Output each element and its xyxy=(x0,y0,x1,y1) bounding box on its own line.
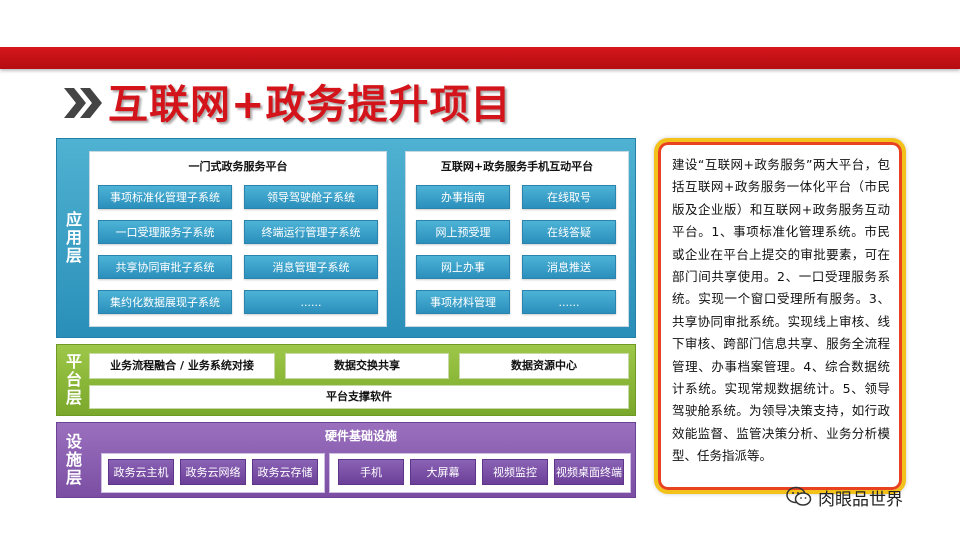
infrastructure-layer-label: 设施层 xyxy=(63,433,82,487)
terminal-infra-panel: 手机 大屏幕 视频监控 视频桌面终端 xyxy=(329,453,631,493)
page-title: 互联网+政务提升项目 xyxy=(108,82,512,128)
mobile-module[interactable]: 在线答疑 xyxy=(522,220,616,244)
infrastructure-layer: 设施层 硬件基础设施 政务云主机 政务云网络 政务云存储 手机 大屏幕 视频监控… xyxy=(56,422,636,498)
platform-layer: 平台层 业务流程融合 / 业务系统对接 数据交换共享 数据资源中心 平台支撑软件 xyxy=(56,344,636,416)
app-module[interactable]: 事项标准化管理子系统 xyxy=(98,185,232,209)
infra-item[interactable]: 政务云网络 xyxy=(180,459,246,485)
app-module[interactable]: 消息管理子系统 xyxy=(244,255,378,279)
app-module[interactable]: 集约化数据展现子系统 xyxy=(98,290,232,314)
mobile-module[interactable]: 消息推送 xyxy=(522,255,616,279)
mobile-module[interactable]: 网上办事 xyxy=(416,255,510,279)
header-red-bar xyxy=(0,47,960,69)
app-module[interactable]: 一口受理服务子系统 xyxy=(98,220,232,244)
watermark: 肉眼品世界 xyxy=(786,484,903,510)
infra-item[interactable]: 手机 xyxy=(338,459,404,485)
app-module[interactable]: ...... xyxy=(244,290,378,314)
mobile-platform-title: 互联网+政务服务手机互动平台 xyxy=(440,160,594,173)
one-stop-platform-title: 一门式政务服务平台 xyxy=(188,160,288,173)
mobile-module[interactable]: ...... xyxy=(522,290,616,314)
one-stop-platform-panel: 一门式政务服务平台 事项标准化管理子系统 领导驾驶舱子系统 一口受理服务子系统 … xyxy=(89,151,387,327)
app-module[interactable]: 共享协同审批子系统 xyxy=(98,255,232,279)
mobile-module[interactable]: 网上预受理 xyxy=(416,220,510,244)
watermark-text: 肉眼品世界 xyxy=(818,489,903,510)
platform-item: 数据交换共享 xyxy=(285,353,449,379)
platform-support-bar: 平台支撑软件 xyxy=(89,385,629,409)
infra-item[interactable]: 政务云主机 xyxy=(108,459,174,485)
app-module[interactable]: 领导驾驶舱子系统 xyxy=(244,185,378,209)
platform-item: 数据资源中心 xyxy=(459,353,629,379)
application-layer: 应用层 一门式政务服务平台 事项标准化管理子系统 领导驾驶舱子系统 一口受理服务… xyxy=(56,138,636,338)
cloud-infra-panel: 政务云主机 政务云网络 政务云存储 xyxy=(101,453,325,493)
mobile-module[interactable]: 事项材料管理 xyxy=(416,290,510,314)
infra-item[interactable]: 视频监控 xyxy=(482,459,548,485)
infra-item[interactable]: 视频桌面终端 xyxy=(554,459,624,485)
infra-item[interactable]: 政务云存储 xyxy=(252,459,318,485)
platform-layer-label: 平台层 xyxy=(63,353,82,407)
infra-item[interactable]: 大屏幕 xyxy=(410,459,476,485)
wechat-icon xyxy=(786,486,812,506)
app-module[interactable]: 终端运行管理子系统 xyxy=(244,220,378,244)
application-layer-label: 应用层 xyxy=(63,211,82,265)
description-text: 建设“互联网+政务服务”两大平台，包括互联网+政务服务一体化平台（市民版及企业版… xyxy=(672,157,890,464)
mobile-module[interactable]: 在线取号 xyxy=(522,185,616,209)
platform-item: 业务流程融合 / 业务系统对接 xyxy=(89,353,275,379)
mobile-module[interactable]: 办事指南 xyxy=(416,185,510,209)
double-chevron-icon xyxy=(64,88,102,118)
hardware-title: 硬件基础设施 xyxy=(324,429,397,443)
mobile-platform-panel: 互联网+政务服务手机互动平台 办事指南 在线取号 网上预受理 在线答疑 网上办事… xyxy=(405,151,629,327)
description-box: 建设“互联网+政务服务”两大平台，包括互联网+政务服务一体化平台（市民版及企业版… xyxy=(654,138,906,494)
